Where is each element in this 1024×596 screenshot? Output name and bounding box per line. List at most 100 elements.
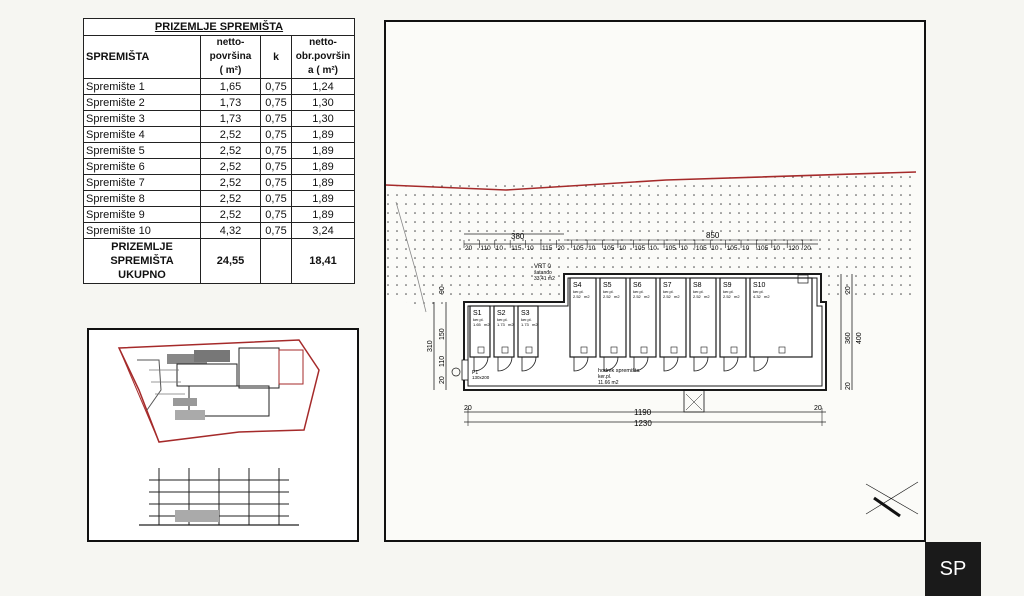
unit-area: 2.52: [663, 294, 672, 299]
light-fixture-icon: [477, 346, 485, 354]
storage-outline: [463, 273, 827, 391]
row-area: 2,52: [200, 190, 261, 207]
door-swing: [573, 356, 589, 372]
dim-chain-value: 115: [511, 245, 522, 252]
dim-chain-value: 20: [557, 245, 565, 252]
unit-floor: ker.pl.: [753, 289, 764, 294]
row-k: 0,75: [260, 222, 292, 239]
dim-chain-value: 20: [465, 245, 473, 252]
dim-chain-value: 10: [619, 245, 627, 252]
row-obr: 1,89: [291, 142, 355, 159]
dim-edge-left: 20: [464, 405, 472, 412]
building-block: [167, 354, 207, 364]
row-obr: 1,30: [291, 110, 355, 127]
unit-id: S3: [521, 310, 530, 317]
row-k: 0,75: [260, 110, 292, 127]
row-area: 4,32: [200, 222, 261, 239]
dim-400: 400: [856, 332, 863, 344]
row-name: Spremište 1: [83, 78, 201, 95]
unit-walls: [493, 305, 515, 358]
row-area: 2,52: [200, 142, 261, 159]
row-area: 1,73: [200, 110, 261, 127]
row-k: 0,75: [260, 78, 292, 95]
unit-floor: ker.pl.: [521, 317, 532, 322]
unit-floor: ker.pl.: [497, 317, 508, 322]
dim-380: 380: [511, 232, 525, 241]
row-k: 0,75: [260, 174, 292, 191]
total-obr: 18,41: [291, 238, 355, 284]
unit-area: 2.52: [573, 294, 582, 299]
dim-chain-value: 10: [742, 245, 750, 252]
header-area: netto- površina ( m²): [200, 35, 261, 79]
unit-m2: m2: [508, 322, 514, 327]
dim-chain-value: 105: [634, 245, 645, 252]
row-k: 0,75: [260, 206, 292, 223]
row-name: Spremište 5: [83, 142, 201, 159]
unit-walls: [689, 277, 717, 358]
unit-id: S6: [633, 282, 642, 289]
entrance-marker: [451, 367, 461, 377]
row-k: 0,75: [260, 94, 292, 111]
row-name: Spremište 2: [83, 94, 201, 111]
row-name: Spremište 9: [83, 206, 201, 223]
dim-360: 360: [845, 332, 852, 344]
door-swing: [521, 356, 537, 372]
door-sub: 130x200: [472, 375, 490, 380]
unit-m2: m2: [674, 294, 680, 299]
total-label: PRIZEMLJE SPREMIŠTA UKUPNO: [83, 238, 201, 284]
door-swing: [753, 356, 769, 372]
dim-1190: 1190: [634, 408, 652, 417]
unit-id: S5: [603, 282, 612, 289]
light-fixture-icon: [501, 346, 509, 354]
dim-chain-value: 10: [680, 245, 688, 252]
unit-m2: m2: [484, 322, 490, 327]
header-k: k: [260, 35, 292, 79]
table-title-row: PRIZEMLJE SPREMIŠTA: [83, 18, 355, 36]
row-area: 2,52: [200, 158, 261, 175]
dim-chain-value: 105: [604, 245, 615, 252]
garden-sub: šatanđo: [534, 270, 552, 276]
dim-chain-value: 105: [573, 245, 584, 252]
table-total-row: PRIZEMLJE SPREMIŠTA UKUPNO 24,55 18,41: [83, 238, 355, 284]
unit-area: 1.73: [521, 322, 530, 327]
key-plan: [87, 328, 359, 542]
row-name: Spremište 8: [83, 190, 201, 207]
row-obr: 1,30: [291, 94, 355, 111]
row-obr: 1,89: [291, 174, 355, 191]
dim-chain-value: 105: [665, 245, 676, 252]
row-area: 2,52: [200, 206, 261, 223]
header-name: SPREMIŠTA: [83, 35, 201, 79]
unit-area: 4.32: [753, 294, 762, 299]
row-obr: 1,89: [291, 206, 355, 223]
light-fixture-icon: [778, 346, 786, 354]
dim-1230: 1230: [634, 419, 652, 428]
dim-90: 90: [439, 286, 446, 294]
door-swing: [497, 356, 513, 372]
total-k: [260, 238, 292, 284]
unit-area: 1.65: [473, 322, 482, 327]
light-fixture-icon: [525, 346, 533, 354]
sink-icon: [797, 274, 809, 284]
dim-chain-value: 10: [588, 245, 596, 252]
dim-150: 150: [439, 328, 446, 340]
dim-chain-value: 105: [696, 245, 707, 252]
header-obr: netto- obr.površin a ( m²): [291, 35, 355, 79]
dim-chain-value: 20: [804, 245, 812, 252]
unit-m2: m2: [764, 294, 770, 299]
unit-m2: m2: [614, 294, 620, 299]
area-table: PRIZEMLJE SPREMIŠTA SPREMIŠTA netto- pov…: [83, 18, 355, 284]
dim-edge-right: 20: [814, 405, 822, 412]
row-name: Spremište 4: [83, 126, 201, 143]
unit-floor: ker.pl.: [663, 289, 674, 294]
row-name: Spremište 3: [83, 110, 201, 127]
dim-chain-value: 10: [773, 245, 781, 252]
row-k: 0,75: [260, 126, 292, 143]
unit-walls: [599, 277, 627, 358]
